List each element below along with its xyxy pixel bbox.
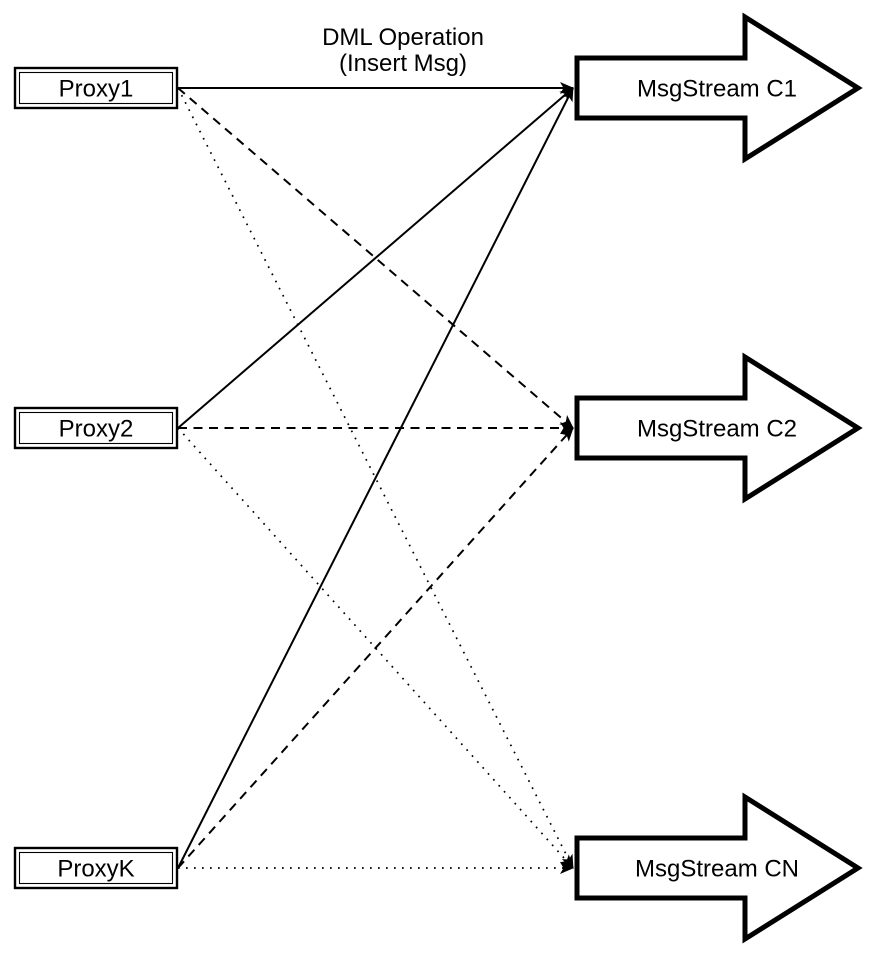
proxy1-label: Proxy1 xyxy=(59,76,134,103)
proxyk-label: ProxyK xyxy=(57,856,134,883)
diagram-title-line1: DML Operation xyxy=(322,24,484,51)
proxyk-box-inner xyxy=(18,851,174,885)
proxy-node-proxy1: Proxy1 xyxy=(13,66,179,110)
stream-c2-label: MsgStream C2 xyxy=(637,416,797,443)
proxy2-box xyxy=(13,406,179,450)
stream-c1-label: MsgStream C1 xyxy=(637,76,797,103)
proxy-node-proxy2: Proxy2 xyxy=(13,406,179,450)
diagram-title-line2: (Insert Msg) xyxy=(339,50,467,77)
stream-node-c1: MsgStream C1 xyxy=(574,12,863,164)
edge-proxy1-to-msgstream-cn xyxy=(177,87,574,869)
edge-proxy2-to-msgstream-c1 xyxy=(177,87,574,429)
edge-layer xyxy=(177,82,574,874)
proxy-node-proxyk: ProxyK xyxy=(13,846,179,890)
stream-node-c2: MsgStream C2 xyxy=(574,352,863,504)
proxy2-box-inner xyxy=(18,411,174,445)
stream-cn-arrow-shape xyxy=(574,792,863,944)
edge-proxyk-to-msgstream-c2 xyxy=(177,427,574,869)
stream-cn-label: MsgStream CN xyxy=(635,856,799,883)
edge-proxy1-to-msgstream-c2 xyxy=(177,87,574,429)
proxy1-box-inner xyxy=(18,71,174,105)
proxy1-box xyxy=(13,66,179,110)
proxyk-box xyxy=(13,846,179,890)
stream-c1-arrow-shape xyxy=(574,12,863,164)
edge-proxyk-to-msgstream-c1 xyxy=(177,87,574,869)
proxy2-label: Proxy2 xyxy=(59,416,134,443)
stream-c2-arrow-shape xyxy=(574,352,863,504)
stream-node-cn: MsgStream CN xyxy=(574,792,863,944)
